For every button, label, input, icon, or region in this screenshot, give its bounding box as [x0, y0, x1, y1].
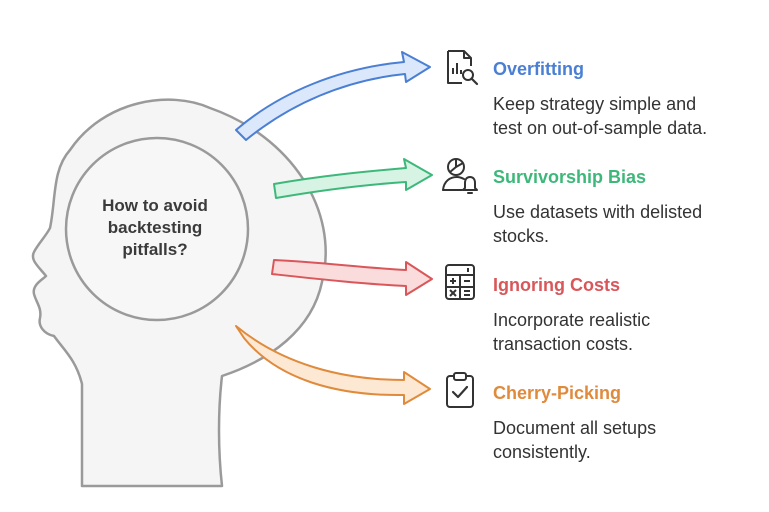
- central-question-line: pitfalls?: [122, 240, 188, 259]
- item-description-survivorship-bias: Use datasets with delisted stocks.: [493, 200, 702, 248]
- report-search-icon: [447, 50, 479, 86]
- description-line: Keep strategy simple and: [493, 94, 697, 114]
- item-description-cherry-picking: Document all setups consistently.: [493, 416, 656, 464]
- item-title-survivorship-bias: Survivorship Bias: [493, 167, 647, 187]
- item-title-overfitting: Overfitting: [493, 59, 585, 79]
- item-description-overfitting: Keep strategy simple and test on out-of-…: [493, 92, 707, 140]
- arrow-ignoring-costs: [271, 259, 433, 296]
- description-line: Incorporate realistic: [493, 310, 651, 330]
- description-line: stocks.: [493, 226, 550, 246]
- central-question: How to avoid backtesting pitfalls?: [70, 195, 240, 261]
- arrow-overfitting: [235, 51, 431, 141]
- central-question-line: backtesting: [107, 218, 203, 237]
- description-line: Document all setups: [493, 418, 657, 438]
- description-line: transaction costs.: [493, 334, 634, 354]
- item-description-ignoring-costs: Incorporate realistic transaction costs.: [493, 308, 650, 356]
- thought-circle: [64, 136, 250, 322]
- description-line: consistently.: [493, 442, 591, 462]
- clipboard-check-icon: [446, 372, 474, 408]
- description-line: Use datasets with delisted: [493, 202, 703, 222]
- arrow-survivorship-bias: [273, 158, 433, 199]
- central-question-line: How to avoid: [102, 196, 208, 215]
- arrow-cherry-picking: [235, 325, 431, 405]
- description-line: test on out-of-sample data.: [493, 118, 708, 138]
- user-chart-alert-icon: [442, 158, 478, 194]
- item-title-cherry-picking: Cherry-Picking: [493, 383, 622, 403]
- calculator-icon: [445, 264, 475, 300]
- item-title-ignoring-costs: Ignoring Costs: [493, 275, 620, 295]
